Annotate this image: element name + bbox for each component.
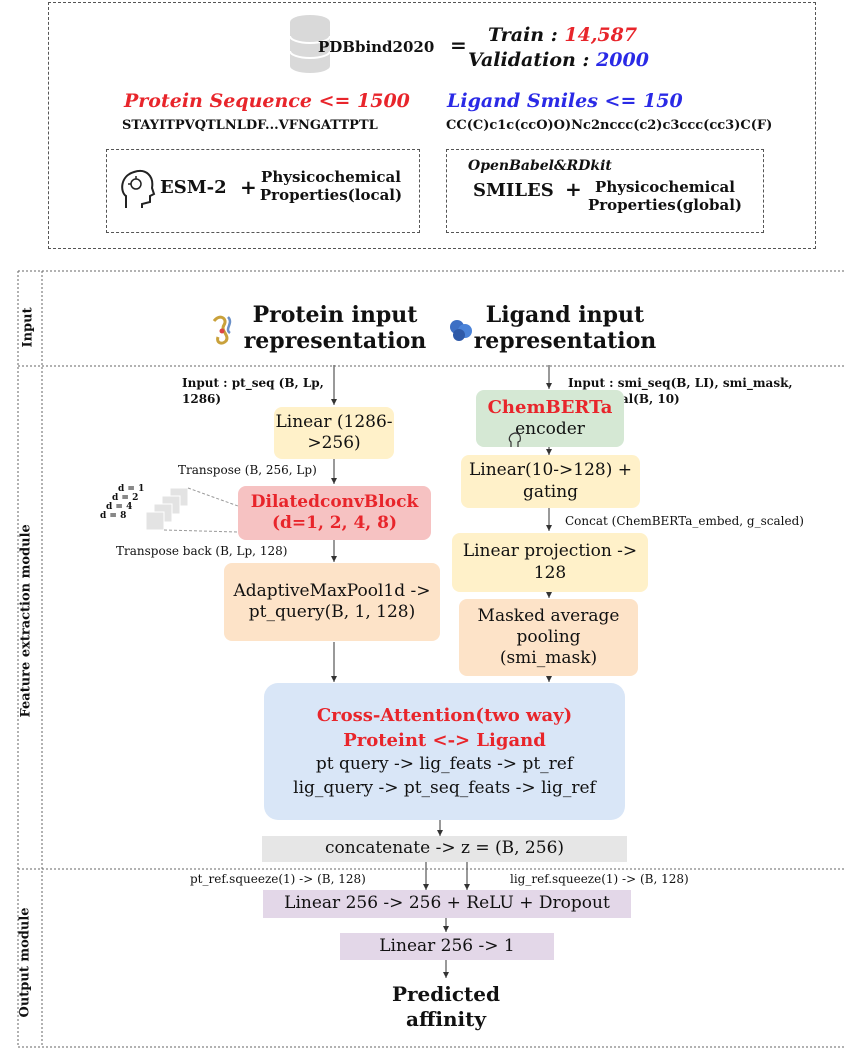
ligand-features-box [446, 149, 764, 233]
openbabel-rdkit-label: OpenBabel&RDkit [468, 158, 612, 174]
section-label-feature-extraction: Feature extraction module [18, 524, 34, 718]
pt-squeeze-note: pt_ref.squeeze(1) -> (B, 128) [190, 872, 366, 886]
transpose-note: Transpose (B, 256, Lp) [178, 463, 317, 477]
ligand-physicochemical-label: Physicochemical Properties(global) [587, 178, 743, 214]
protein-sequence-title: Protein Sequence <= 1500 [124, 90, 410, 112]
dataset-panel [48, 2, 816, 249]
ligand-input-header: Ligand input representation [473, 302, 657, 355]
section-label-input: Input [20, 307, 36, 348]
section-label-output: Output module [17, 907, 33, 1018]
protein-physicochemical-label: Physicochemical Properties(local) [259, 168, 403, 204]
dilation-label-8: d = 8 [100, 511, 127, 521]
adaptive-maxpool-box: AdaptiveMaxPool1d -> pt_query(B, 1, 128) [224, 563, 440, 641]
linear-projection-box: Linear projection -> 128 [452, 533, 648, 592]
equals-sign: = [450, 33, 467, 57]
protein-features-box [106, 149, 420, 233]
predicted-affinity-label: Predicted affinity [391, 982, 500, 1031]
encoder-label: encoder [515, 419, 585, 440]
protein-structure-icon [212, 315, 232, 345]
concatenate-box: concatenate -> z = (B, 256) [262, 836, 627, 862]
dilation-label-2: d = 2 [112, 493, 139, 503]
cross-attention-title: Cross-Attention(two way) [316, 704, 573, 726]
smiles-label: SMILES [473, 180, 554, 201]
transpose-back-note: Transpose back (B, Lp, 128) [116, 544, 288, 558]
brain-head-icon [121, 170, 156, 208]
linear-output-box: Linear 256 -> 1 [340, 933, 554, 960]
dilation-label-1: d = 1 [118, 484, 145, 494]
database-icon [289, 15, 331, 73]
plus-sign: + [240, 175, 257, 199]
protein-sequence-example: STAYITPVQTLNLDF...VFNGATTPTL [122, 118, 378, 133]
cross-attention-box: Cross-Attention(two way) Proteint <-> Li… [264, 683, 625, 820]
dilated-conv-dilations: (d=1, 2, 4, 8) [271, 513, 398, 533]
train-count: Train : 14,587 [488, 24, 637, 46]
protein-input-note: Input : pt_seq (B, Lp, 1286) [182, 376, 324, 407]
ligand-structure-icon [450, 320, 472, 341]
val-label: Validation : [468, 49, 590, 71]
val-value: 2000 [596, 49, 649, 71]
dilated-conv-block: DilatedconvBlock (d=1, 2, 4, 8) [238, 486, 431, 540]
dilation-label-4: d = 4 [106, 502, 133, 512]
concat-note: Concat (ChemBERTa_embed, g_scaled) [565, 514, 804, 528]
dilated-conv-title: DilatedconvBlock [250, 491, 419, 512]
ligand-smiles-title: Ligand Smiles <= 150 [447, 90, 683, 112]
cross-attention-line-1: pt query -> lig_feats -> pt_ref [315, 753, 574, 774]
protein-input-header: Protein input representation [243, 302, 427, 355]
chemberta-title: ChemBERTa [487, 396, 613, 418]
train-label: Train : [488, 24, 558, 46]
cross-attention-subtitle: Proteint <-> Ligand [343, 729, 546, 751]
chemberta-brain-icon [508, 432, 521, 447]
validation-count: Validation : 2000 [468, 49, 649, 71]
esm2-label: ESM-2 [160, 177, 227, 198]
gating-linear-box: Linear(10->128) + gating [461, 455, 640, 508]
db-name: PDBbind2020 [318, 38, 435, 56]
masked-pooling-box: Masked average pooling (smi_mask) [459, 599, 638, 676]
linear-relu-dropout-box: Linear 256 -> 256 + ReLU + Dropout [263, 890, 631, 918]
chemberta-encoder-box: ChemBERTa encoder [476, 390, 624, 447]
cross-attention-line-2: lig_query -> pt_seq_feats -> lig_ref [293, 777, 596, 798]
protein-linear-box: Linear (1286->256) [274, 407, 394, 459]
lig-squeeze-note: lig_ref.squeeze(1) -> (B, 128) [510, 872, 689, 886]
plus-sign-ligand: + [565, 177, 582, 201]
train-value: 14,587 [564, 24, 638, 46]
ligand-smiles-example: CC(C)c1c(ccO)O)Nc2nccc(c2)c3ccc(cc3)C(F) [446, 118, 773, 133]
